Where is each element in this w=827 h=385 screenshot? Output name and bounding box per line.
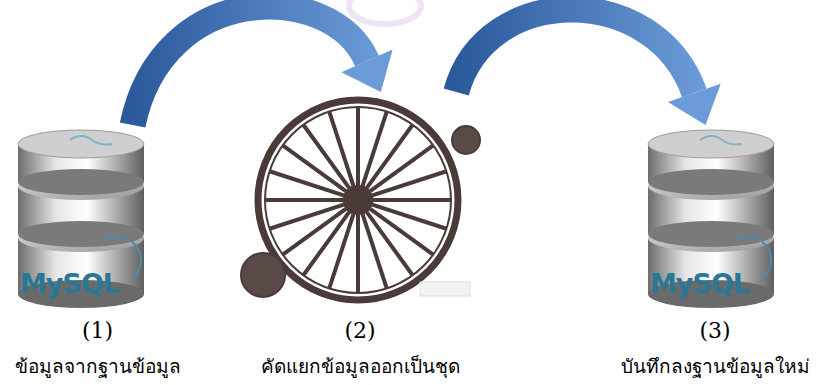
sorting-wheel — [241, 100, 480, 300]
step-caption: คัดแยกข้อมูลออกเป็นชุด — [230, 351, 490, 381]
flow-arrow — [456, 10, 721, 125]
step-number: (1) — [0, 318, 195, 343]
process-step: (1) ข้อมูลจากฐานข้อมูล — [0, 125, 195, 383]
wheel-spoke — [265, 198, 343, 202]
arrow-body — [133, 7, 367, 125]
wheel-spoke — [329, 112, 353, 186]
logo-text: MySQL — [20, 268, 119, 299]
step-caption: บันทึกลงฐานข้อมูลใหม่ — [620, 351, 810, 381]
step-number: (2) — [230, 318, 490, 343]
database-icon — [18, 130, 144, 308]
wheel-spoke — [373, 198, 451, 202]
wheel-spoke — [356, 107, 360, 185]
arrow-head — [668, 84, 721, 125]
flow-arrow — [133, 7, 393, 125]
wheel-spoke — [356, 215, 360, 293]
watermark-ring — [349, 0, 421, 24]
arrow-head — [341, 50, 392, 92]
wheel-spoke — [372, 171, 446, 195]
step-number: (3) — [620, 318, 810, 343]
step-caption: ข้อมูลจากฐานข้อมูล — [0, 351, 195, 381]
logo-text: MySQL — [650, 268, 749, 299]
process-step: (2) คัดแยกข้อมูลออกเป็นชุด — [230, 92, 490, 383]
database-icon — [648, 130, 774, 308]
process-step: (3) บันทึกลงฐานข้อมูลใหม่ — [620, 125, 810, 383]
wheel-spoke — [363, 214, 387, 288]
arrow-body — [456, 10, 694, 93]
wheel-spoke — [270, 205, 344, 229]
